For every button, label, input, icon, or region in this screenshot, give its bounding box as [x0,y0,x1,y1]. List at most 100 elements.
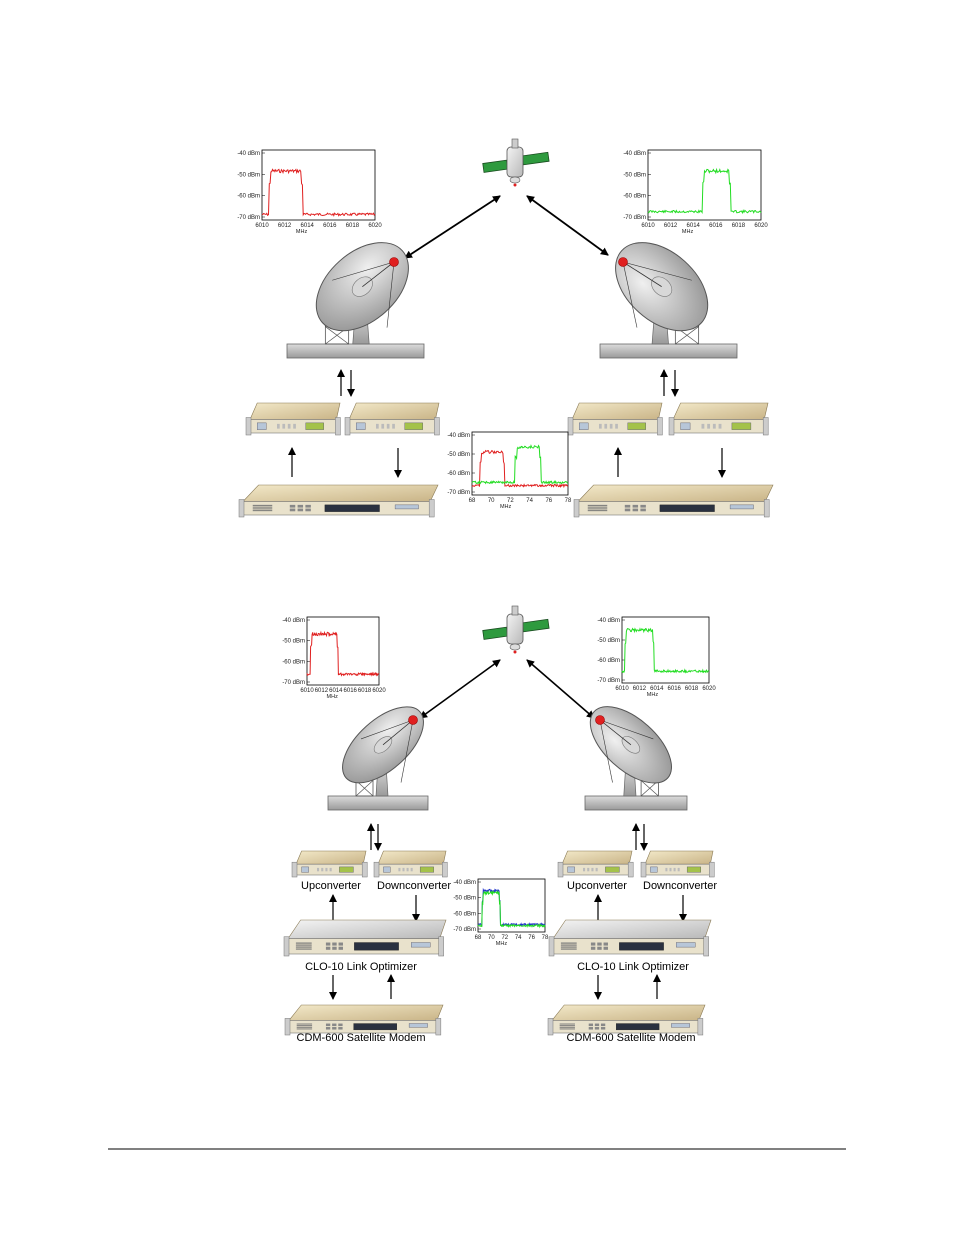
rack-ear [434,417,440,436]
solar-panel-right [521,618,550,633]
satellite-body [506,146,524,178]
feed-horn [408,715,418,725]
unit-led-row [560,942,577,944]
unit-led-row [296,1025,313,1027]
y-tick-label: -70 dBm [623,215,646,221]
unit-led-row [559,1023,575,1025]
unit-key [677,867,680,872]
converter-unit-icon [291,850,368,878]
unit-led-row [295,948,312,950]
x-tick-label: 6016 [709,223,723,229]
rack-ear [567,417,574,436]
rack-ear [442,861,448,878]
converter-unit-icon [557,850,634,878]
unit-display [419,866,434,873]
unit-logo [301,866,309,873]
spectrum-trace [261,168,376,217]
unit-key [594,1023,600,1027]
unit-logo [579,422,589,430]
y-tick-label: -60 dBm [597,658,620,664]
solar-panel-left [482,159,509,173]
unit-key [338,946,343,950]
feed-strut [386,261,395,328]
y-tick-label: -70 dBm [237,215,260,221]
rack-ear [640,861,647,878]
x-tick-label: 68 [469,498,476,504]
unit-top [348,402,440,420]
rack-ear [373,861,380,878]
x-tick-label: 72 [507,498,514,504]
x-tick-label: 6012 [315,688,329,694]
x-tick-label: 6018 [346,223,360,229]
antenna-base [599,343,738,359]
unit-key [297,504,304,508]
unit-led-row [560,944,577,946]
unit-top [377,850,447,865]
unit-key [287,423,291,429]
unit-display [353,1023,397,1031]
x-unit-label: MHz [647,692,659,698]
converter-unit-icon [373,850,448,878]
rack-ear [763,499,770,518]
unit-key [588,1027,594,1030]
x-tick-label: 6020 [368,223,382,229]
unit-led-row [560,948,577,950]
y-tick-label: -60 dBm [282,659,305,665]
y-tick-label: -40 dBm [282,618,305,624]
unit-key [594,1027,600,1030]
x-tick-label: 6010 [300,688,314,694]
unit-display [686,866,701,873]
unit-key [297,508,304,512]
unit-key [325,946,331,950]
x-tick-label: 6018 [732,223,746,229]
unit-key [590,946,596,950]
feed-strut [599,719,632,746]
unit-key [665,867,668,872]
uplink-arrow-left-bottom [419,659,501,719]
unit-key [615,423,618,429]
label-upconverter-right: Upconverter [567,880,627,892]
unit-display [627,422,646,430]
unit-key [609,423,613,429]
uplink-arrow-right [526,195,609,256]
solar-panel-left [482,626,509,640]
label-upconverter-left: Upconverter [301,880,361,892]
unit-led-row [559,1026,575,1028]
x-tick-label: 6012 [633,686,647,692]
unit-logo [356,422,366,430]
x-tick-label: 6018 [685,686,699,692]
dish-antenna-icon [584,706,688,811]
unit-led-row [252,510,273,512]
y-tick-label: -40 dBm [237,151,260,157]
unit-key [640,508,646,512]
unit-key [590,942,596,946]
unit-key [289,504,296,508]
unit-logo [729,504,754,510]
unit-key [325,1023,331,1027]
feed-strut [599,719,654,740]
unit-top [288,1004,444,1021]
unit-key [305,504,311,508]
x-tick-label: 74 [526,498,533,504]
y-tick-label: -70 dBm [282,680,305,686]
unit-display [339,866,354,873]
x-tick-label: 6016 [323,223,337,229]
plot-frame [647,149,762,221]
unit-key [325,1027,331,1030]
modem-unit-icon [284,1004,444,1036]
feed-strut [622,261,692,281]
rack-ear [283,936,290,957]
y-tick-label: -60 dBm [453,911,476,917]
unit-key [640,504,646,508]
modem-unit-icon [547,1004,706,1036]
rack-ear [657,417,663,436]
plot-frame [261,149,376,221]
unit-key [317,867,320,872]
unit-top [571,402,663,420]
unit-key [277,423,280,429]
unit-logo [671,1023,690,1028]
y-tick-label: -50 dBm [282,639,305,645]
